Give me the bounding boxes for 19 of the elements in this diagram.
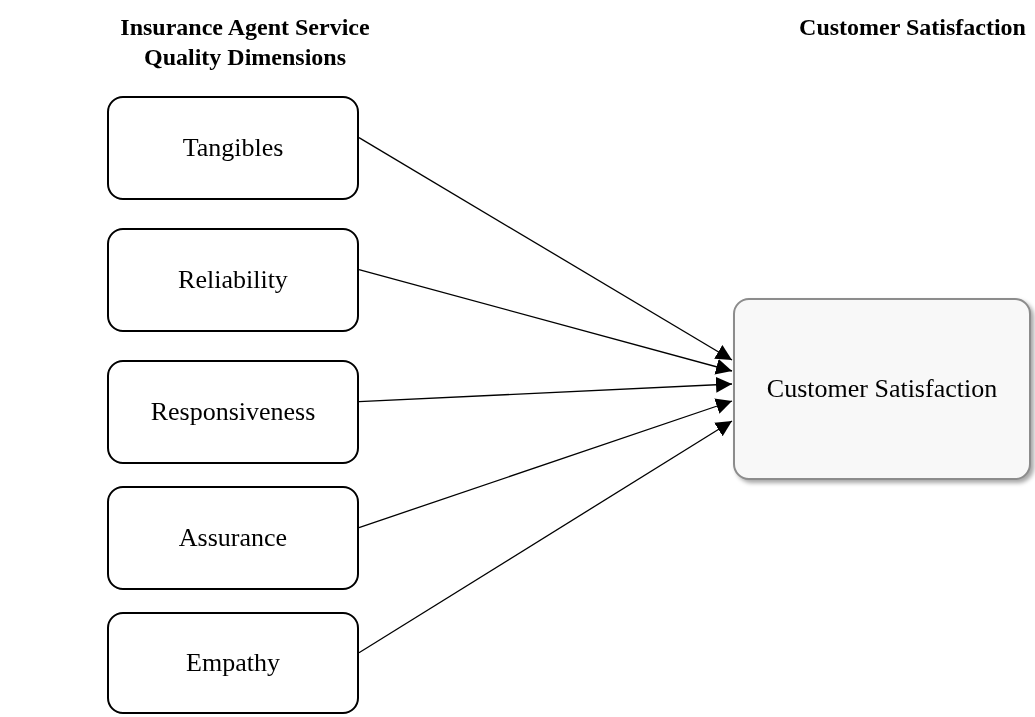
node-label: Responsiveness	[150, 396, 316, 428]
node-label: Tangibles	[182, 132, 284, 164]
node-label: Assurance	[178, 522, 288, 554]
arrow	[358, 420, 733, 654]
dimension-box	[107, 228, 359, 332]
arrow	[358, 398, 733, 529]
column-heading: Customer Satisfaction	[798, 13, 1027, 42]
arrow	[358, 376, 733, 403]
dimension-box	[107, 96, 359, 200]
node-label: Empathy	[186, 647, 280, 679]
node-label: Customer Satisfaction	[766, 373, 998, 405]
dimension-box	[107, 486, 359, 590]
column-heading: Insurance Agent Service Quality Dimensions	[119, 13, 371, 72]
arrow	[358, 268, 733, 375]
dimension-box	[107, 360, 359, 464]
node-label: Reliability	[178, 264, 288, 296]
outcome-box	[733, 298, 1031, 480]
dimension-box	[107, 612, 359, 714]
arrow	[358, 136, 733, 361]
